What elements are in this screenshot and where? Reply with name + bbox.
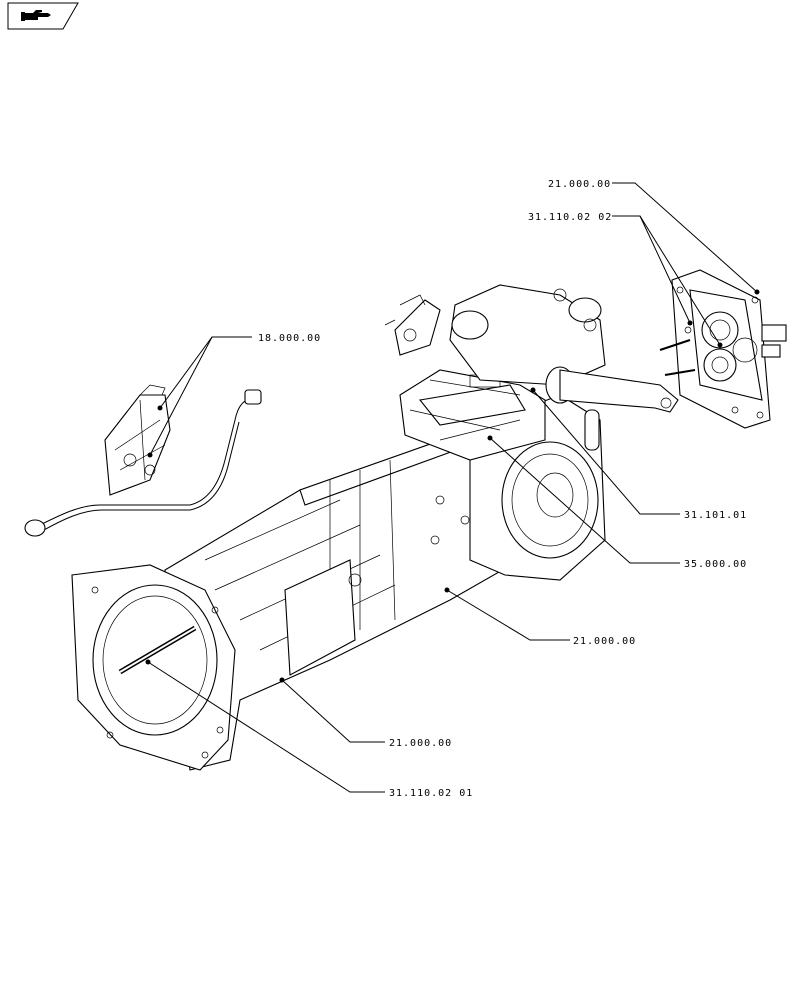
transmission-housing [71,394,606,771]
callout-21-000-00-front[interactable]: 21.000.00 [389,738,452,749]
callout-35-000-00[interactable]: 35.000.00 [684,559,747,570]
callout-31-110-02-01[interactable]: 31.110.02 01 [389,788,473,799]
callout-21-000-00-rear[interactable]: 21.000.00 [573,636,636,647]
callout-18-000-00[interactable]: 18.000.00 [258,333,321,344]
hand-pointer-icon [21,10,51,21]
hydraulic-lift-cover [384,284,679,461]
pto-gearbox [659,269,787,429]
callout-21-000-00-pto[interactable]: 21.000.00 [548,179,611,190]
hose-harness-assembly [24,384,262,537]
nav-tag-button[interactable] [7,2,79,30]
callout-31-110-02-02[interactable]: 31.110.02 02 [528,212,612,223]
leader-lines [145,182,760,793]
callout-31-101-01[interactable]: 31.101.01 [684,510,747,521]
